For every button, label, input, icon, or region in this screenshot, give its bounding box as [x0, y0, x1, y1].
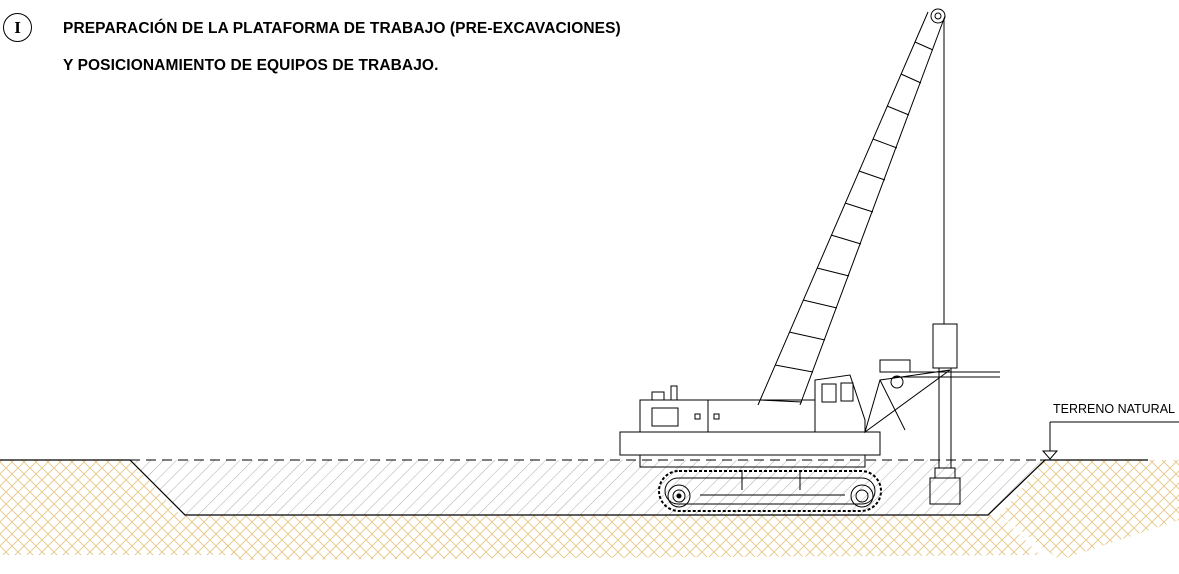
step-title-line-2: Y POSICIONAMIENTO DE EQUIPOS DE TRABAJO. — [63, 57, 439, 74]
step-number-badge: I — [3, 13, 32, 42]
excavation-fill — [130, 460, 1045, 515]
level-marker — [1040, 421, 1179, 461]
crawler-crane — [619, 8, 1000, 512]
excavation-outline — [0, 459, 1148, 516]
ground-level-label: TERRENO NATURAL — [1053, 402, 1176, 416]
natural-soil — [0, 460, 1179, 560]
step-title-line-1: PREPARACIÓN DE LA PLATAFORMA DE TRABAJO … — [63, 20, 621, 37]
